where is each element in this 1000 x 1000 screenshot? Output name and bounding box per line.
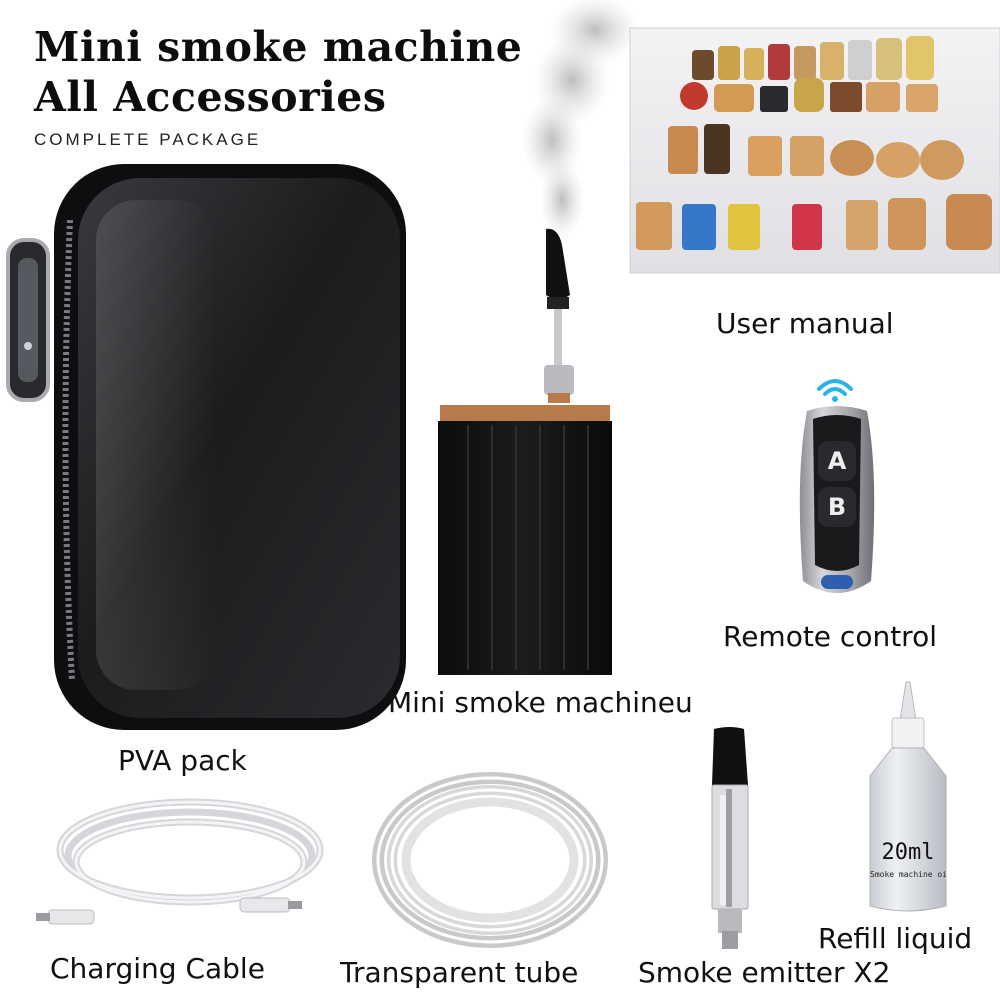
zipper-track bbox=[62, 219, 75, 681]
user-manual-label: User manual bbox=[716, 307, 894, 340]
refill-liquid-label: Refill liquid bbox=[818, 922, 973, 955]
remote-button-b: B bbox=[818, 487, 856, 527]
bottle-volume-label: 20ml bbox=[881, 840, 935, 865]
charging-cable-label: Charging Cable bbox=[50, 952, 265, 985]
manual-row-4 bbox=[636, 194, 992, 250]
title-line-2: All Accessories bbox=[34, 73, 387, 121]
smoke-machine-image bbox=[438, 228, 612, 675]
user-manual-image bbox=[629, 27, 1000, 274]
product-title: Mini smoke machine All Accessories bbox=[34, 22, 522, 122]
smoke-emitter-label: Smoke emitter X2 bbox=[638, 956, 891, 989]
remote-control-image: A B bbox=[793, 405, 881, 601]
pva-case-image bbox=[6, 164, 406, 730]
pva-pack-label: PVA pack bbox=[118, 744, 247, 777]
product-subtitle: COMPLETE PACKAGE bbox=[34, 130, 262, 149]
remote-button-a: A bbox=[818, 441, 856, 481]
remote-control-label: Remote control bbox=[723, 620, 937, 653]
manual-row-3 bbox=[668, 124, 964, 180]
smoke-plume-graphic bbox=[522, 0, 640, 240]
zipper-pull-icon bbox=[6, 238, 50, 402]
refill-bottle-image: 20ml Smoke machine oil bbox=[866, 680, 950, 916]
bottle-caption: Smoke machine oil bbox=[870, 870, 946, 879]
transparent-tube-label: Transparent tube bbox=[340, 956, 579, 989]
manual-row-1 bbox=[692, 36, 934, 80]
smoke-machine-label: Mini smoke machineu bbox=[388, 686, 693, 719]
transparent-tube-image bbox=[372, 772, 608, 948]
smoke-emitter-image bbox=[711, 727, 749, 949]
wifi-signal-icon bbox=[817, 379, 853, 402]
charging-cable-image bbox=[36, 798, 324, 925]
manual-row-2 bbox=[680, 78, 938, 112]
title-line-1: Mini smoke machine bbox=[34, 23, 523, 71]
